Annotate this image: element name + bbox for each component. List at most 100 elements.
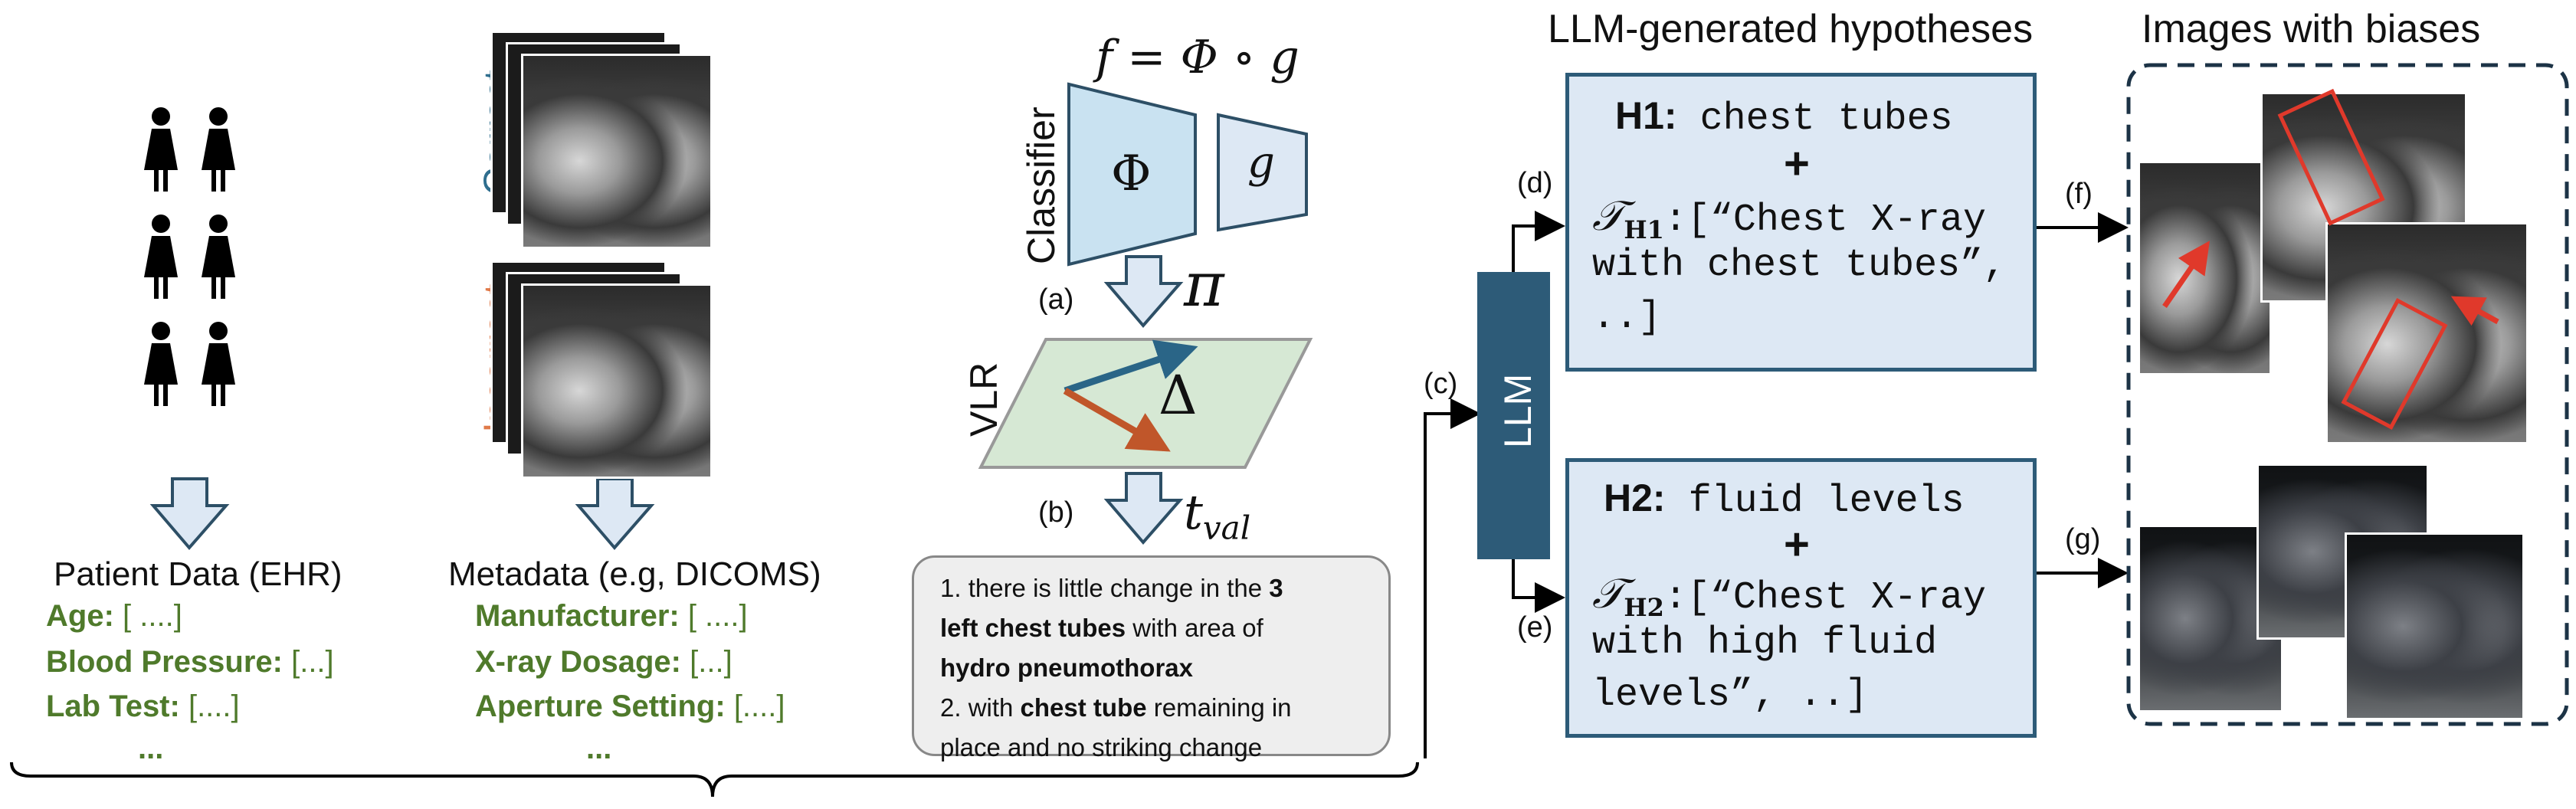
step-g-label: (g) [2065,523,2101,555]
patient-field-blood-pressure: Blood Pressure: [...] [46,645,334,680]
h2-texts-line1: 𝒯H2:[“Chest X-ray [1592,569,1986,622]
biased-images-frame [2126,63,2569,726]
report-bold: hydro pneumothorax [940,653,1194,682]
blue-vector [1064,339,1198,395]
down-arrow-icons [149,255,1184,551]
h2-line1: :[“Chest X-ray [1663,576,1986,620]
step-f-label: (f) [2065,178,2093,210]
field-label: Age: [46,599,114,633]
report-line-3: hydro pneumothorax [940,648,1388,688]
field-value: [...] [690,645,732,679]
hypotheses-header: LLM-generated hypotheses [1548,7,2034,51]
report-text: place and no striking change [940,733,1263,762]
step-c-label: (c) [1424,368,1458,400]
connector-d [1512,211,1565,272]
h1-line2: with chest tubes”, [1592,244,2007,287]
h1-t-sub: H1 [1624,215,1664,244]
h2-line3: levels”, ..] [1592,673,1869,717]
connector-e [1512,559,1565,613]
h1-title: H1: chest tubes [1615,93,1953,141]
pi-symbol: π [1184,249,1224,320]
h2-t-symbol: 𝒯 [1592,569,1624,617]
connector-c [1424,398,1481,758]
h1-line1: :[“Chest X-ray [1663,198,1986,242]
h1-t-symbol: 𝒯 [1592,192,1624,240]
g-symbol: g [1247,138,1275,188]
metadata-field-aperture: Aperture Setting: [....] [475,689,785,724]
field-label: X-ray Dosage: [475,645,681,679]
patient-data-title: Patient Data (EHR) [54,555,342,593]
report-bold: chest tube [1020,693,1147,722]
patient-ellipsis: ... [138,732,164,765]
field-value: [ ....] [123,599,182,633]
report-line-2: left chest tubes with area of [940,608,1388,648]
patient-icons [144,107,235,406]
highlight-arrow-2 [2450,296,2499,326]
report-text: with area of [1126,614,1263,642]
h1-texts-line1: 𝒯H1:[“Chest X-ray [1592,192,1986,244]
field-label: Lab Test: [46,689,180,723]
h2-title: H2: fluid levels [1604,476,1965,523]
highlight-box-2 [2341,297,2448,431]
llm-box [1477,272,1550,559]
field-value: [ ....] [687,599,748,633]
h2-name: fluid levels [1688,480,1965,523]
hypothesis-h2-box: H2: fluid levels + 𝒯H2:[“Chest X-ray wit… [1565,458,2037,738]
step-d-label: (d) [1517,167,1553,199]
field-value: [....] [733,689,785,723]
vlr-plane [978,338,1313,469]
patient-field-lab-test: Lab Test: [....] [46,689,240,724]
field-label: Blood Pressure: [46,645,283,679]
step-e-label: (e) [1517,611,1553,644]
correct-xray-image [521,54,713,249]
metadata-field-manufacturer: Manufacturer: [ ....] [475,599,748,634]
hypothesis-h1-box: H1: chest tubes + 𝒯H1:[“Chest X-ray with… [1565,73,2037,372]
biased-xray-3 [2325,222,2528,444]
biased-xray-6 [2345,532,2525,720]
t-val-symbol: tval [1184,484,1250,546]
field-value: [...] [291,645,334,679]
images-header: Images with biases [2142,7,2481,51]
step-a-label: (a) [1038,283,1074,316]
h2-plus: + [1784,519,1810,569]
h1-line3: ..] [1592,296,1662,339]
phi-symbol: Φ [1111,146,1152,202]
patient-field-age: Age: [ ....] [46,599,182,634]
field-value: [....] [188,689,240,723]
report-bold: left chest tubes [940,614,1126,642]
field-label: Aperture Setting: [475,689,726,723]
delta-symbol: Δ [1159,364,1198,427]
h1-name: chest tubes [1699,97,1953,141]
highlight-box-1 [2277,88,2385,226]
classifier-formula: f = Φ ∘ g [1096,31,1299,84]
step-b-label: (b) [1038,496,1074,529]
g-block [1217,113,1308,232]
report-text: 2. with [940,693,1021,722]
report-text: 1. there is little change in the [940,574,1270,602]
highlight-arrow-1 [2162,241,2210,308]
report-bold: 3 [1269,574,1283,602]
metadata-ellipsis: ... [586,732,612,765]
t-val-base: t [1184,484,1203,540]
h2-line2: with high fluid [1592,621,1938,665]
report-line-4: 2. with chest tube remaining in [940,688,1388,728]
report-note: 1. there is little change in the 3 left … [912,555,1391,762]
orange-vector [1063,388,1171,452]
phi-block [1067,82,1197,267]
metadata-title: Metadata (e.g, DICOMS) [448,555,821,593]
h1-plus: + [1784,139,1810,188]
h1-id: H1: [1615,94,1677,137]
report-text: remaining in [1146,693,1292,722]
h2-id: H2: [1604,477,1666,519]
incorrect-xray-image [521,283,713,479]
report-line-5: place and no striking change [940,728,1388,768]
metadata-field-xray-dosage: X-ray Dosage: [...] [475,645,732,680]
h2-t-sub: H2 [1624,593,1664,622]
t-val-sub: val [1202,509,1251,547]
report-line-1: 1. there is little change in the 3 [940,568,1388,608]
field-label: Manufacturer: [475,599,680,633]
bottom-brace [10,762,1419,798]
